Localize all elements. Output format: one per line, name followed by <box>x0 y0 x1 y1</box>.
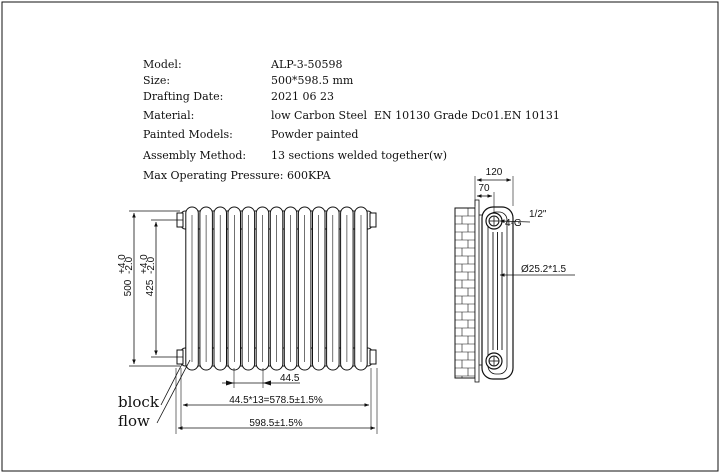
pitch-dimension: 44.5 <box>222 368 300 388</box>
model-label: Model: <box>143 58 182 71</box>
outer-height-value: 500 <box>123 279 134 296</box>
material-label: Material: <box>143 109 195 122</box>
radiator-section <box>241 206 256 371</box>
drafting-date-value: 2021 06 23 <box>271 90 334 103</box>
centers-dimension: 44.5*13=578.5±1.5% <box>180 368 372 430</box>
block-flow-callouts: block flow <box>118 359 191 430</box>
size-label: Size: <box>143 74 171 87</box>
assembly-method-label: Assembly Method: <box>143 149 247 162</box>
tube-diameter-callout: Ø25.2*1.5 <box>499 264 575 277</box>
pitch-value: 44.5 <box>280 373 300 384</box>
tube-diameter-value: Ø25.2*1.5 <box>521 264 566 275</box>
top-right-stub <box>369 212 377 228</box>
outer-height-tol-minus: -2.0 <box>124 256 135 274</box>
painted-models-value: Powder painted <box>271 128 359 141</box>
material-value: low Carbon Steel EN 10130 Grade Dc01.EN … <box>271 109 560 122</box>
radiator-section <box>227 206 241 371</box>
radiator-columns <box>185 206 368 371</box>
block-label: block <box>118 393 160 411</box>
overall-width-value: 598.5±1.5% <box>249 418 302 429</box>
wall <box>454 207 476 379</box>
inner-height-tol-plus: +4.0 <box>139 254 150 274</box>
connection-size-value: 4-G <box>505 218 522 229</box>
inner-height-dimension: 425 +4.0 -2.0 <box>139 219 183 358</box>
bottom-right-stub <box>369 349 377 365</box>
radiator-section <box>312 206 326 371</box>
connection-size-sup: 1/2" <box>529 209 547 220</box>
model-value: ALP-3-50598 <box>271 58 343 71</box>
painted-models-label: Painted Models: <box>143 128 233 141</box>
radiator-section <box>297 206 312 371</box>
outer-height-dimension: 500 +4.0 -2.0 <box>117 210 180 367</box>
overall-width-dimension: 598.5±1.5% <box>175 368 378 434</box>
wall-bracket <box>474 199 480 383</box>
radiator-front-view <box>176 206 377 371</box>
depth-dimension: 120 <box>474 167 514 206</box>
assembly-method-value: 13 sections welded together(w) <box>271 149 447 162</box>
radiator-section <box>185 206 199 371</box>
flow-label: flow <box>118 412 150 430</box>
radiator-section <box>326 206 340 371</box>
outer-height-tol-plus: +4.0 <box>117 254 128 274</box>
inner-height-value: 425 <box>145 279 156 296</box>
radiator-section <box>340 206 354 371</box>
radiator-section <box>255 206 270 371</box>
size-value: 500*598.5 mm <box>271 74 354 87</box>
radiator-section <box>354 206 368 371</box>
connection-size-callout: 4-G 1/2" <box>499 209 547 229</box>
offset-dimension: 70 <box>476 183 495 212</box>
wall-brick-hatching <box>455 207 475 378</box>
inner-height-tol-minus: -2.0 <box>146 256 157 274</box>
max-pressure-line: Max Operating Pressure: 600KPA <box>143 169 331 182</box>
centers-value: 44.5*13=578.5±1.5% <box>229 395 323 406</box>
drafting-date-label: Drafting Date: <box>143 90 224 103</box>
radiator-section <box>269 206 284 371</box>
radiator-section <box>283 206 298 371</box>
depth-value: 120 <box>486 167 503 178</box>
offset-value: 70 <box>478 183 490 194</box>
radiator-section <box>213 206 227 371</box>
radiator-side-view <box>454 199 514 383</box>
radiator-section <box>199 206 213 371</box>
